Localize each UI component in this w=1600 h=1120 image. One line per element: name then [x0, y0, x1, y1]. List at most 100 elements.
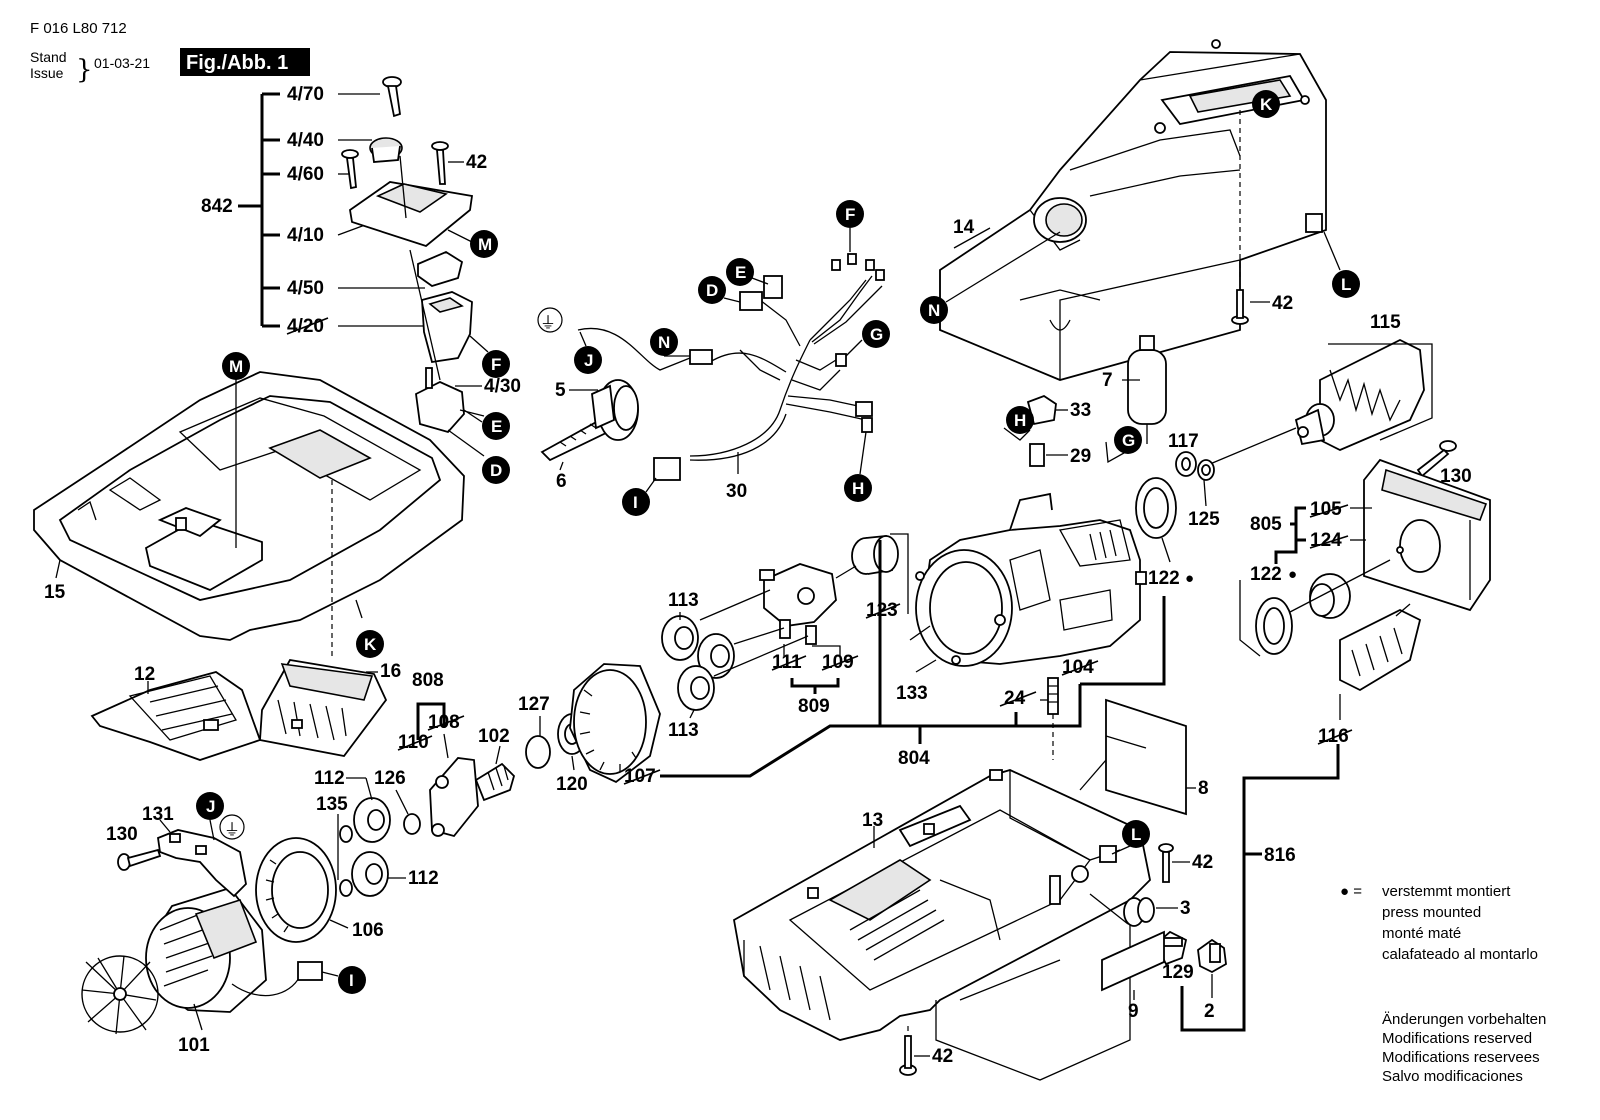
plug-2: [1197, 938, 1227, 974]
label-2: 2: [1204, 1001, 1215, 1022]
label-109: 109: [822, 652, 854, 673]
label-14: 14: [953, 217, 975, 238]
callout-n-housing: N: [920, 296, 948, 324]
screw-42-top: [431, 141, 464, 185]
group-842-bracket: [238, 92, 280, 328]
label-115: 115: [1370, 312, 1401, 333]
callout-l-housing: L: [1332, 270, 1360, 298]
figure-badge: [180, 48, 310, 76]
label-30: 30: [726, 481, 747, 502]
svg-text:H: H: [1014, 411, 1026, 430]
callout-d-harness: D: [698, 276, 726, 304]
capacitor-7: [1127, 335, 1167, 444]
press-mounted-dot-icon-a: ●: [1185, 570, 1194, 587]
armature-115: [1294, 338, 1425, 451]
label-4-50: 4/50: [287, 278, 324, 299]
issue-label: Issue: [30, 65, 64, 81]
brush-holder-116: [1339, 608, 1422, 692]
screw-42-housing: [1231, 289, 1249, 325]
label-805: 805: [1250, 514, 1282, 535]
legend-line-en: press mounted: [1382, 904, 1481, 921]
label-130-motor: 130: [106, 824, 138, 845]
label-8: 8: [1198, 778, 1209, 799]
ground-symbol-icon-top: ⏚: [540, 314, 556, 332]
callout-f-switch: F: [482, 350, 510, 378]
callout-k-tray: K: [356, 630, 384, 658]
pinion-102: [474, 762, 516, 802]
screw-130-motor: [117, 848, 162, 871]
switch-4-20: [421, 291, 473, 364]
ring-gear-107: [569, 663, 661, 784]
label-7: 7: [1102, 370, 1113, 391]
label-135: 135: [316, 794, 348, 815]
label-108: 108: [428, 712, 460, 733]
switch-cover-4-50: [417, 250, 464, 287]
group-804-bracket: [878, 540, 1082, 728]
svg-text:M: M: [478, 235, 492, 254]
filter-16: [259, 659, 388, 757]
bushing-3: [1123, 897, 1155, 927]
svg-text:J: J: [206, 797, 215, 816]
callout-d-switch: D: [482, 456, 510, 484]
motor-101: [145, 886, 267, 1013]
modifications-disclaimer: Änderungen vorbehalten Modifications res…: [1382, 1011, 1546, 1085]
terminal-29: [1029, 443, 1045, 467]
callout-l-bottom: L: [1122, 820, 1150, 848]
svg-text:J: J: [584, 351, 593, 370]
gear-113-b: [697, 633, 735, 679]
doc-number: F 016 L80 712: [30, 20, 127, 37]
callout-m-switch: M: [470, 230, 498, 258]
label-131: 131: [142, 804, 174, 825]
legend-symbol: ● =: [1340, 883, 1362, 900]
clip-135-a: [339, 825, 353, 843]
strike-4-20: [286, 317, 329, 335]
label-4-10: 4/10: [287, 225, 324, 246]
switch-4-30: [415, 367, 465, 434]
callout-f-harness: F: [836, 200, 864, 228]
disclaimer-line-de: Änderungen vorbehalten: [1382, 1011, 1546, 1028]
washer-126: [403, 813, 421, 835]
label-12: 12: [134, 664, 155, 685]
press-mounted-legend: ● = verstemmt montiert press mounted mon…: [1340, 883, 1538, 963]
label-42-top: 42: [466, 152, 487, 173]
label-124: 124: [1310, 530, 1342, 551]
label-130-top: 130: [1440, 466, 1472, 487]
stand-label: Stand: [30, 49, 67, 65]
svg-text:N: N: [658, 333, 670, 352]
label-816: 816: [1264, 845, 1296, 866]
label-122-right: 122: [1250, 564, 1282, 585]
callout-h-harness: H: [844, 474, 872, 502]
label-24: 24: [1004, 688, 1026, 709]
svg-text:F: F: [491, 355, 501, 374]
label-117: 117: [1168, 431, 1199, 452]
press-mounted-dot-icon-b: ●: [1288, 566, 1297, 583]
svg-text:N: N: [928, 301, 940, 320]
callout-e-harness: E: [726, 258, 754, 286]
label-33: 33: [1070, 400, 1091, 421]
svg-text:M: M: [229, 357, 243, 376]
label-809: 809: [798, 696, 830, 717]
housing-14: [939, 39, 1327, 381]
label-126: 126: [374, 768, 406, 789]
label-6: 6: [556, 471, 567, 492]
fan-icon-101: [81, 955, 159, 1035]
gear-112-bottom: [351, 851, 389, 897]
label-16: 16: [380, 661, 401, 682]
ground-symbol-icon-motor: ⏚: [224, 821, 240, 839]
label-4-60: 4/60: [287, 164, 324, 185]
label-123: 123: [866, 600, 898, 621]
knob-4-40: [369, 137, 403, 163]
brush-plate-131: [157, 829, 247, 898]
svg-text:E: E: [735, 263, 746, 282]
label-13: 13: [862, 810, 883, 831]
base-tray-15: [33, 371, 465, 641]
label-4-70: 4/70: [287, 84, 324, 105]
label-4-40: 4/40: [287, 130, 324, 151]
gear-113-a: [661, 615, 699, 661]
gear-5: [591, 379, 639, 441]
svg-text:G: G: [870, 325, 883, 344]
label-113-bottom: 113: [668, 720, 699, 741]
label-106: 106: [352, 920, 384, 941]
wiring-harness-30: [653, 253, 885, 481]
